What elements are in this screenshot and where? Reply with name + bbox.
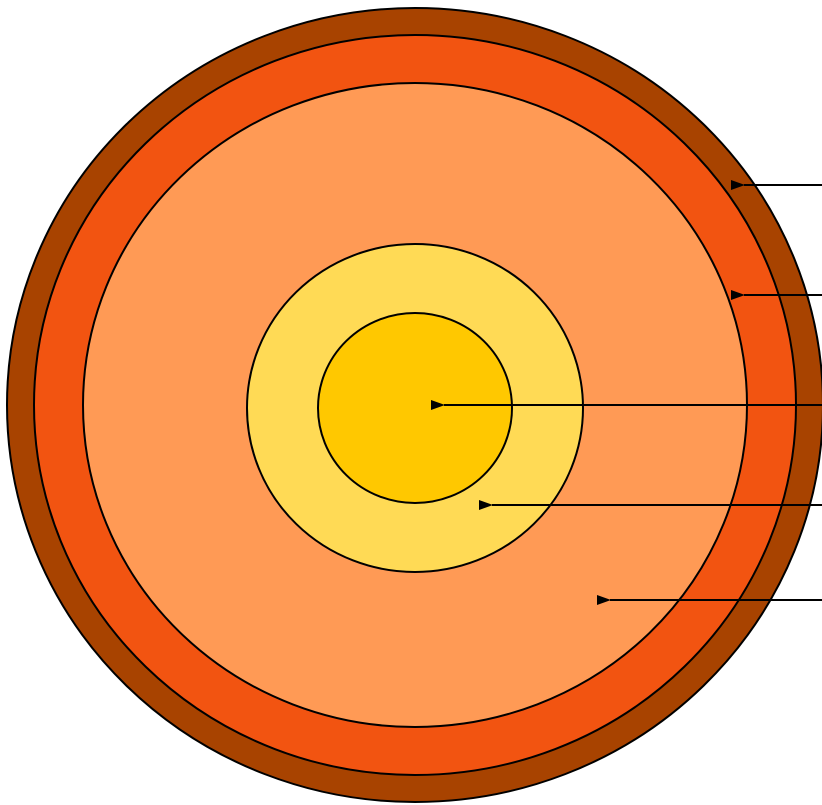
- concentric-layers: [6, 7, 822, 803]
- inner-core-layer: [317, 312, 513, 504]
- layer-pointers: [431, 180, 822, 605]
